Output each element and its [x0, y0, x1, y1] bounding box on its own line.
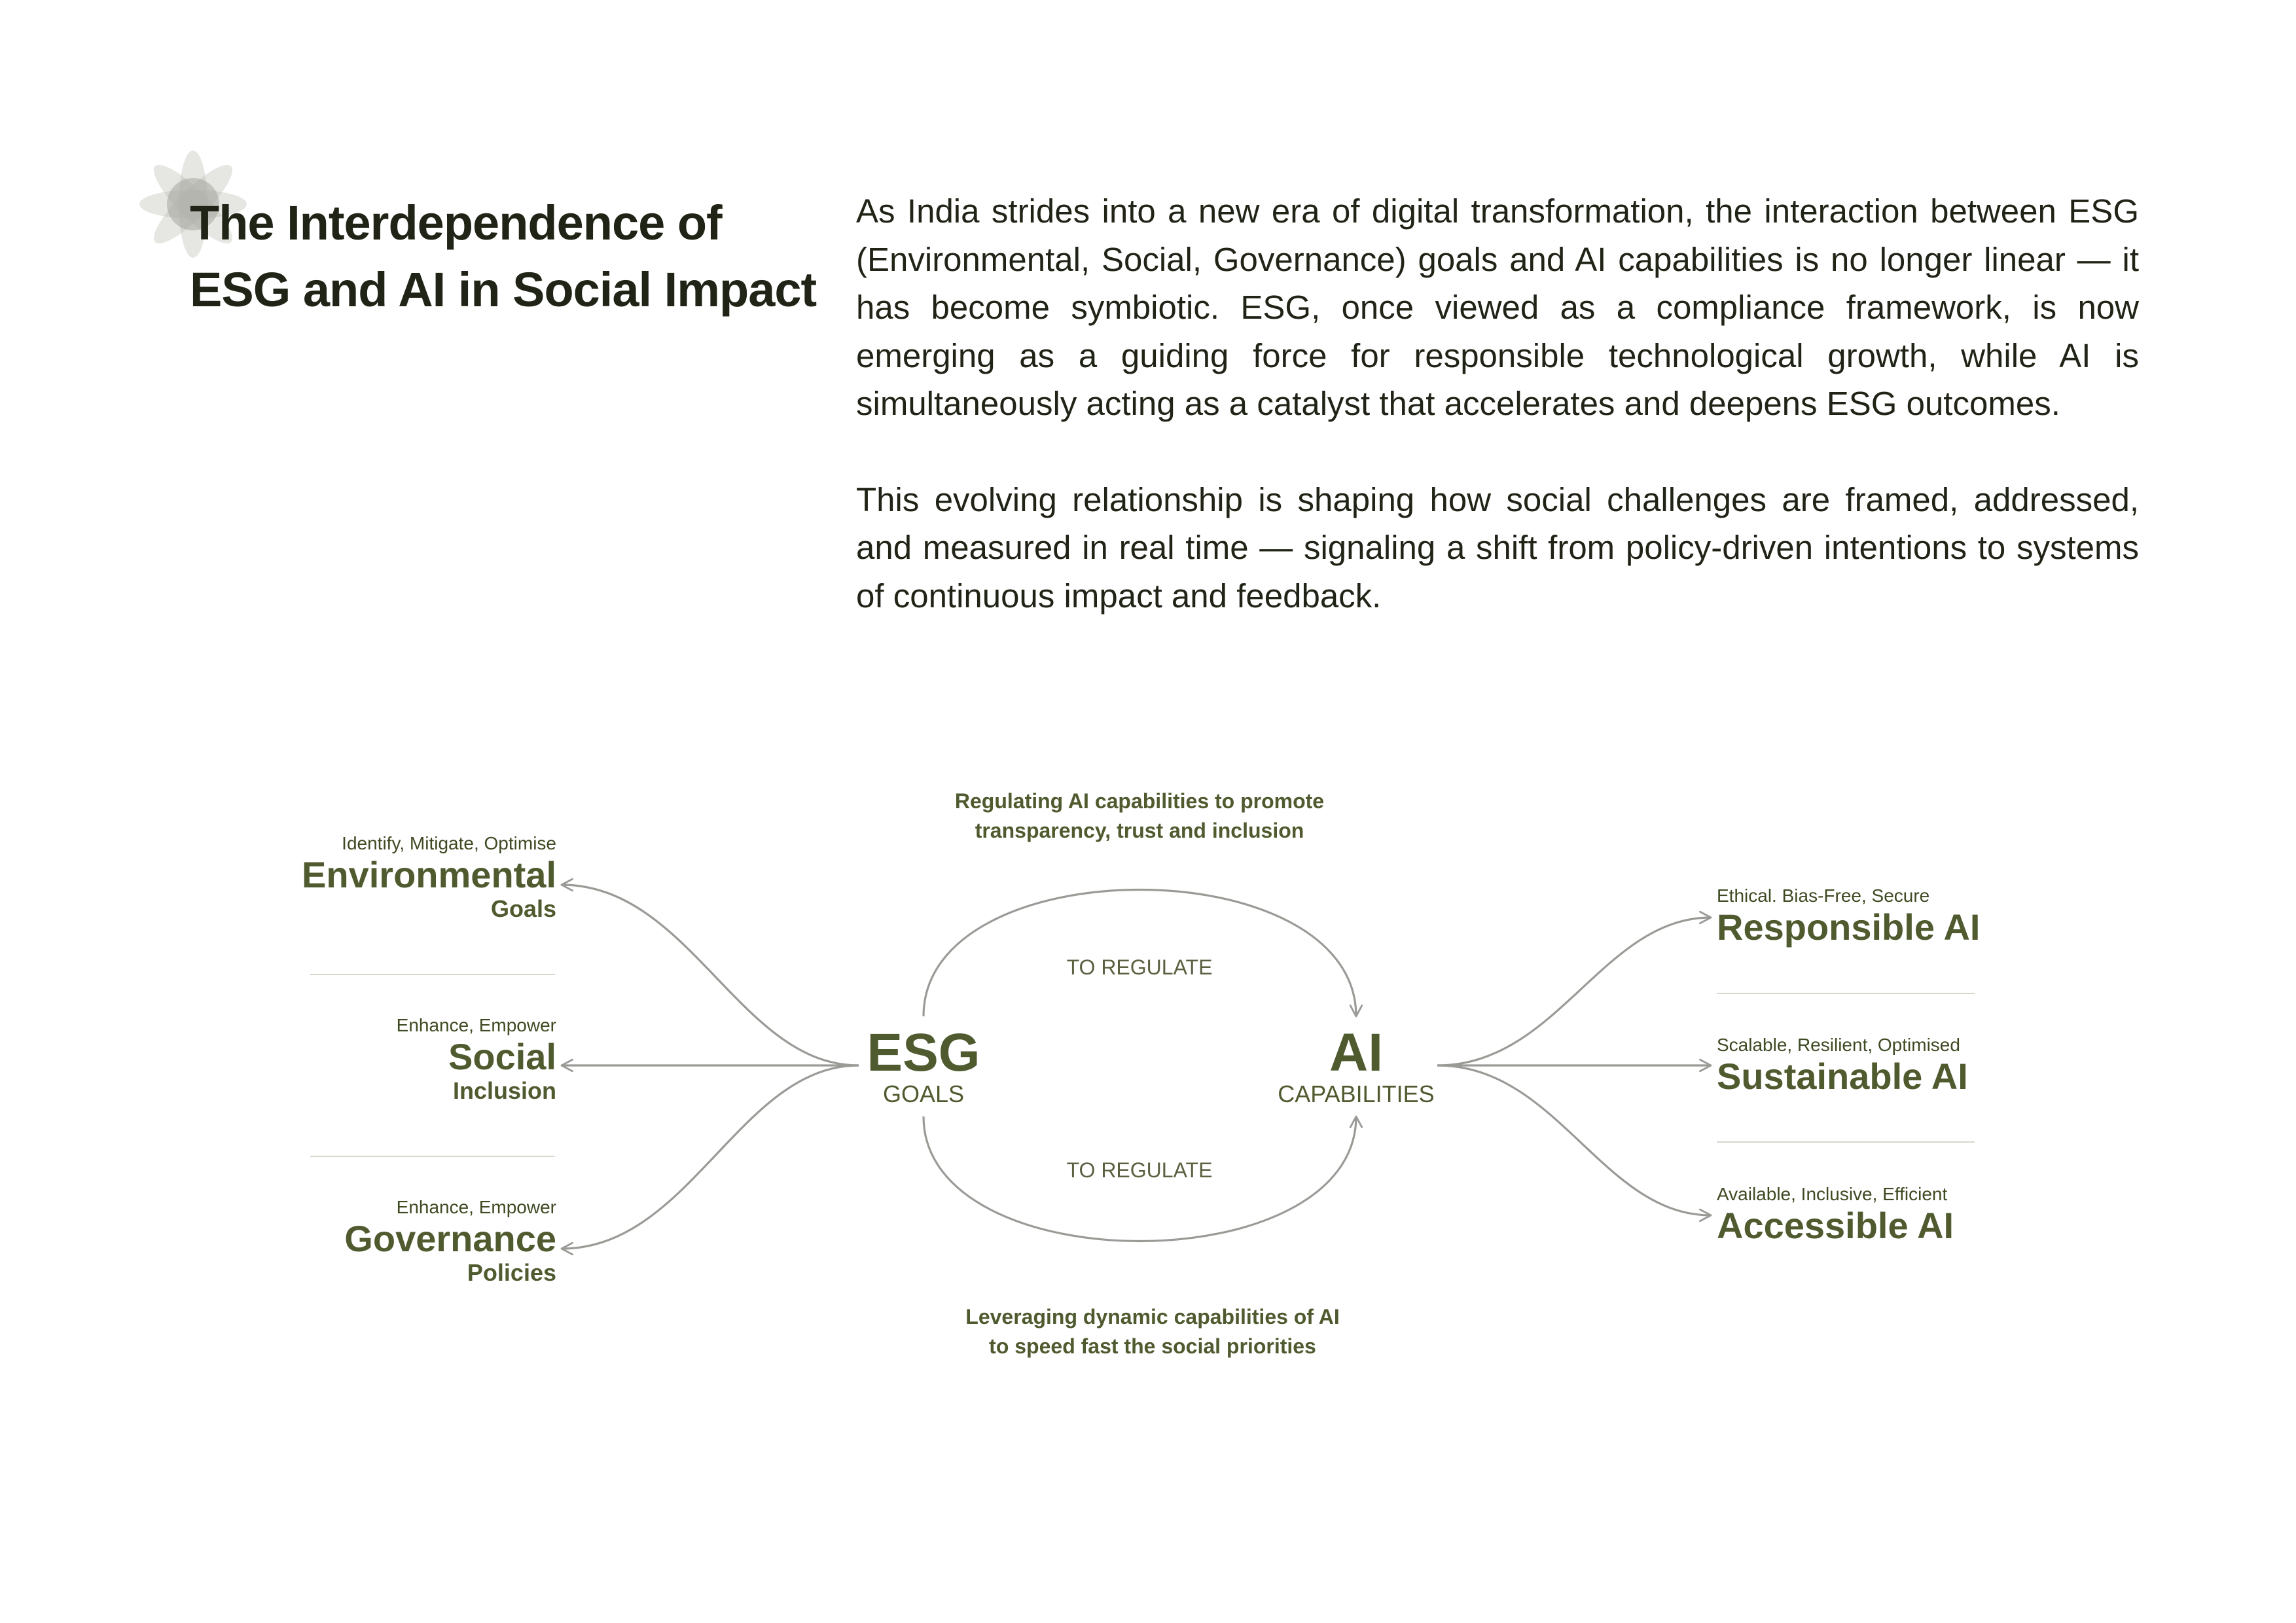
bottom-arc-label: TO REGULATE: [1066, 1158, 1213, 1182]
environmental-subtitle: Goals: [490, 895, 556, 922]
governance-tagline: Enhance, Empower: [396, 1197, 556, 1217]
bottom-caption-line-1: Leveraging dynamic capabilities of AI: [965, 1305, 1340, 1329]
ai-subtitle: CAPABILITIES: [1278, 1080, 1435, 1107]
intro-paragraph-2: This evolving relationship is shaping ho…: [856, 480, 2139, 615]
left-divider-2: [310, 1156, 555, 1157]
environmental-tagline: Identify, Mitigate, Optimise: [342, 833, 556, 853]
intro-paragraph-1: As India strides into a new era of digit…: [856, 192, 2139, 422]
right-item-accessible: Available, Inclusive, Efficient Accessib…: [1717, 1183, 2083, 1246]
bottom-caption-line-2: to speed fast the social priorities: [989, 1334, 1316, 1358]
governance-title: Governance: [344, 1218, 556, 1259]
left-item-environmental: Identify, Mitigate, Optimise Environment…: [262, 832, 556, 923]
esg-title: ESG: [867, 1023, 980, 1082]
bottom-caption: Leveraging dynamic capabilities of AI to…: [891, 1302, 1414, 1361]
flower-logo-icon: [139, 151, 247, 258]
arc-top: [922, 889, 1363, 1018]
governance-subtitle: Policies: [467, 1259, 556, 1286]
page-title: The Interdependence of ESG and AI in Soc…: [190, 190, 831, 323]
right-item-sustainable: Scalable, Resilient, Optimised Sustainab…: [1717, 1034, 2083, 1097]
top-caption-line-1: Regulating AI capabilities to promote: [954, 789, 1325, 813]
sustainable-title: Sustainable AI: [1717, 1056, 1968, 1097]
connector-esg-environmental: [560, 878, 859, 1067]
accessible-title: Accessible AI: [1717, 1205, 1954, 1246]
environmental-title: Environmental: [302, 854, 556, 895]
responsible-title: Responsible AI: [1717, 906, 1981, 948]
esg-subtitle: GOALS: [882, 1080, 965, 1107]
top-caption: Regulating AI capabilities to promote tr…: [878, 787, 1401, 846]
ai-node: AI CAPABILITIES: [1258, 1025, 1454, 1107]
ai-title: AI: [1329, 1023, 1383, 1082]
connector-ai-accessible: [1437, 1064, 1712, 1222]
left-divider-1: [310, 974, 555, 975]
top-caption-line-2: transparency, trust and inclusion: [975, 819, 1304, 842]
accessible-tagline: Available, Inclusive, Efficient: [1717, 1184, 1948, 1204]
connector-esg-governance: [560, 1064, 859, 1256]
connector-ai-responsible: [1437, 910, 1712, 1067]
responsible-tagline: Ethical. Bias-Free, Secure: [1717, 885, 1930, 906]
right-item-responsible: Ethical. Bias-Free, Secure Responsible A…: [1717, 885, 2083, 948]
right-divider-1: [1717, 993, 1975, 994]
sustainable-tagline: Scalable, Resilient, Optimised: [1717, 1035, 1960, 1055]
esg-node: ESG GOALS: [825, 1025, 1022, 1107]
right-divider-2: [1717, 1141, 1975, 1143]
page-title-line-1: The Interdependence of: [190, 196, 723, 250]
intro-text: As India strides into a new era of digit…: [856, 187, 2139, 668]
top-arc-label: TO REGULATE: [1066, 955, 1213, 979]
social-subtitle: Inclusion: [452, 1077, 556, 1104]
left-item-social: Enhance, Empower Social Inclusion: [262, 1014, 556, 1105]
social-title: Social: [448, 1036, 556, 1077]
page-title-line-2: ESG and AI in Social Impact: [190, 262, 817, 317]
left-item-governance: Enhance, Empower Governance Policies: [262, 1196, 556, 1287]
social-tagline: Enhance, Empower: [396, 1015, 556, 1035]
arc-bottom: [922, 1115, 1363, 1242]
